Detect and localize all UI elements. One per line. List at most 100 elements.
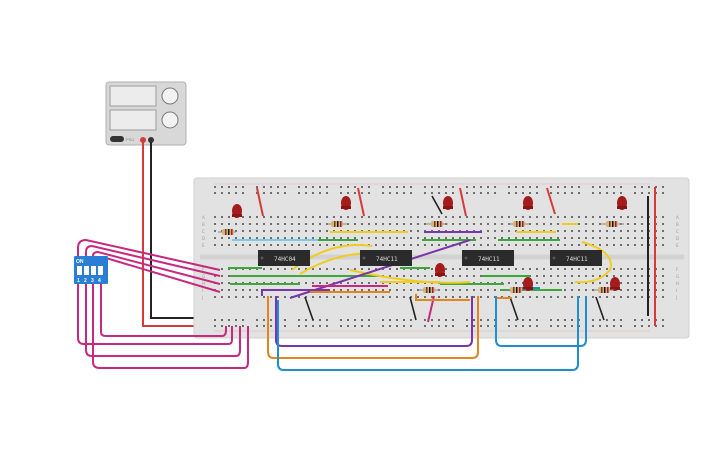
breadboard-hole[interactable] bbox=[515, 244, 517, 246]
breadboard-hole[interactable] bbox=[417, 230, 419, 232]
breadboard-hole[interactable] bbox=[431, 275, 433, 277]
breadboard-hole[interactable] bbox=[571, 186, 573, 188]
breadboard-hole[interactable] bbox=[228, 289, 230, 291]
breadboard-hole[interactable] bbox=[606, 186, 608, 188]
breadboard-hole[interactable] bbox=[256, 223, 258, 225]
breadboard-hole[interactable] bbox=[438, 186, 440, 188]
breadboard-hole[interactable] bbox=[466, 192, 468, 194]
breadboard-hole[interactable] bbox=[599, 230, 601, 232]
breadboard-hole[interactable] bbox=[613, 186, 615, 188]
breadboard-hole[interactable] bbox=[347, 282, 349, 284]
breadboard-hole[interactable] bbox=[403, 289, 405, 291]
breadboard-hole[interactable] bbox=[662, 223, 664, 225]
breadboard-hole[interactable] bbox=[424, 319, 426, 321]
breadboard-hole[interactable] bbox=[389, 268, 391, 270]
breadboard-hole[interactable] bbox=[431, 268, 433, 270]
breadboard-hole[interactable] bbox=[641, 282, 643, 284]
breadboard-hole[interactable] bbox=[508, 186, 510, 188]
breadboard-hole[interactable] bbox=[452, 186, 454, 188]
breadboard-hole[interactable] bbox=[578, 244, 580, 246]
breadboard-hole[interactable] bbox=[396, 319, 398, 321]
breadboard-hole[interactable] bbox=[284, 216, 286, 218]
breadboard-hole[interactable] bbox=[354, 289, 356, 291]
breadboard-hole[interactable] bbox=[459, 275, 461, 277]
breadboard-hole[interactable] bbox=[564, 244, 566, 246]
breadboard-hole[interactable] bbox=[592, 289, 594, 291]
breadboard-hole[interactable] bbox=[662, 319, 664, 321]
breadboard-hole[interactable] bbox=[466, 244, 468, 246]
breadboard-hole[interactable] bbox=[221, 268, 223, 270]
breadboard-hole[interactable] bbox=[298, 325, 300, 327]
breadboard-hole[interactable] bbox=[382, 289, 384, 291]
breadboard-hole[interactable] bbox=[382, 223, 384, 225]
breadboard-hole[interactable] bbox=[361, 268, 363, 270]
breadboard-hole[interactable] bbox=[620, 192, 622, 194]
breadboard-hole[interactable] bbox=[599, 268, 601, 270]
breadboard-hole[interactable] bbox=[599, 237, 601, 239]
breadboard-hole[interactable] bbox=[641, 296, 643, 298]
breadboard-hole[interactable] bbox=[473, 244, 475, 246]
breadboard-hole[interactable] bbox=[424, 192, 426, 194]
breadboard-hole[interactable] bbox=[424, 275, 426, 277]
breadboard-hole[interactable] bbox=[522, 244, 524, 246]
breadboard-hole[interactable] bbox=[214, 223, 216, 225]
breadboard-hole[interactable] bbox=[641, 319, 643, 321]
breadboard-hole[interactable] bbox=[662, 325, 664, 327]
breadboard-hole[interactable] bbox=[452, 237, 454, 239]
breadboard-hole[interactable] bbox=[368, 289, 370, 291]
breadboard-hole[interactable] bbox=[305, 244, 307, 246]
breadboard-hole[interactable] bbox=[305, 296, 307, 298]
breadboard-hole[interactable] bbox=[438, 192, 440, 194]
breadboard-hole[interactable] bbox=[221, 275, 223, 277]
breadboard-hole[interactable] bbox=[536, 282, 538, 284]
resistors[interactable] bbox=[218, 221, 624, 293]
chip-74hc04[interactable]: 74HC04 bbox=[258, 250, 310, 266]
breadboard-hole[interactable] bbox=[340, 296, 342, 298]
breadboard-hole[interactable] bbox=[340, 216, 342, 218]
breadboard-hole[interactable] bbox=[347, 216, 349, 218]
breadboard-hole[interactable] bbox=[270, 325, 272, 327]
breadboard-hole[interactable] bbox=[214, 244, 216, 246]
breadboard-hole[interactable] bbox=[242, 216, 244, 218]
breadboard-hole[interactable] bbox=[403, 296, 405, 298]
breadboard-hole[interactable] bbox=[228, 244, 230, 246]
breadboard-hole[interactable] bbox=[396, 216, 398, 218]
breadboard-hole[interactable] bbox=[312, 282, 314, 284]
breadboard-hole[interactable] bbox=[487, 230, 489, 232]
breadboard-hole[interactable] bbox=[354, 216, 356, 218]
breadboard-hole[interactable] bbox=[473, 275, 475, 277]
breadboard-hole[interactable] bbox=[417, 275, 419, 277]
breadboard-hole[interactable] bbox=[361, 237, 363, 239]
breadboard-hole[interactable] bbox=[494, 216, 496, 218]
breadboard-hole[interactable] bbox=[410, 192, 412, 194]
breadboard-hole[interactable] bbox=[375, 237, 377, 239]
breadboard-hole[interactable] bbox=[410, 223, 412, 225]
breadboard-hole[interactable] bbox=[578, 192, 580, 194]
breadboard-hole[interactable] bbox=[368, 192, 370, 194]
breadboard-hole[interactable] bbox=[585, 282, 587, 284]
breadboard-hole[interactable] bbox=[284, 325, 286, 327]
breadboard-hole[interactable] bbox=[242, 192, 244, 194]
breadboard-hole[interactable] bbox=[403, 319, 405, 321]
breadboard-hole[interactable] bbox=[543, 244, 545, 246]
breadboard-hole[interactable] bbox=[396, 325, 398, 327]
breadboard-hole[interactable] bbox=[606, 244, 608, 246]
breadboard-hole[interactable] bbox=[354, 223, 356, 225]
breadboard-hole[interactable] bbox=[578, 216, 580, 218]
breadboard-hole[interactable] bbox=[326, 230, 328, 232]
breadboard-hole[interactable] bbox=[627, 296, 629, 298]
breadboard-hole[interactable] bbox=[543, 296, 545, 298]
breadboard-hole[interactable] bbox=[550, 223, 552, 225]
breadboard-hole[interactable] bbox=[494, 237, 496, 239]
breadboard-hole[interactable] bbox=[487, 296, 489, 298]
breadboard-hole[interactable] bbox=[613, 230, 615, 232]
breadboard-hole[interactable] bbox=[634, 325, 636, 327]
breadboard-hole[interactable] bbox=[312, 192, 314, 194]
breadboard-hole[interactable] bbox=[235, 289, 237, 291]
breadboard-hole[interactable] bbox=[487, 223, 489, 225]
breadboard-hole[interactable] bbox=[326, 244, 328, 246]
breadboard-hole[interactable] bbox=[403, 325, 405, 327]
breadboard-hole[interactable] bbox=[578, 289, 580, 291]
breadboard-hole[interactable] bbox=[340, 325, 342, 327]
dip-toggle-3[interactable] bbox=[91, 266, 96, 275]
